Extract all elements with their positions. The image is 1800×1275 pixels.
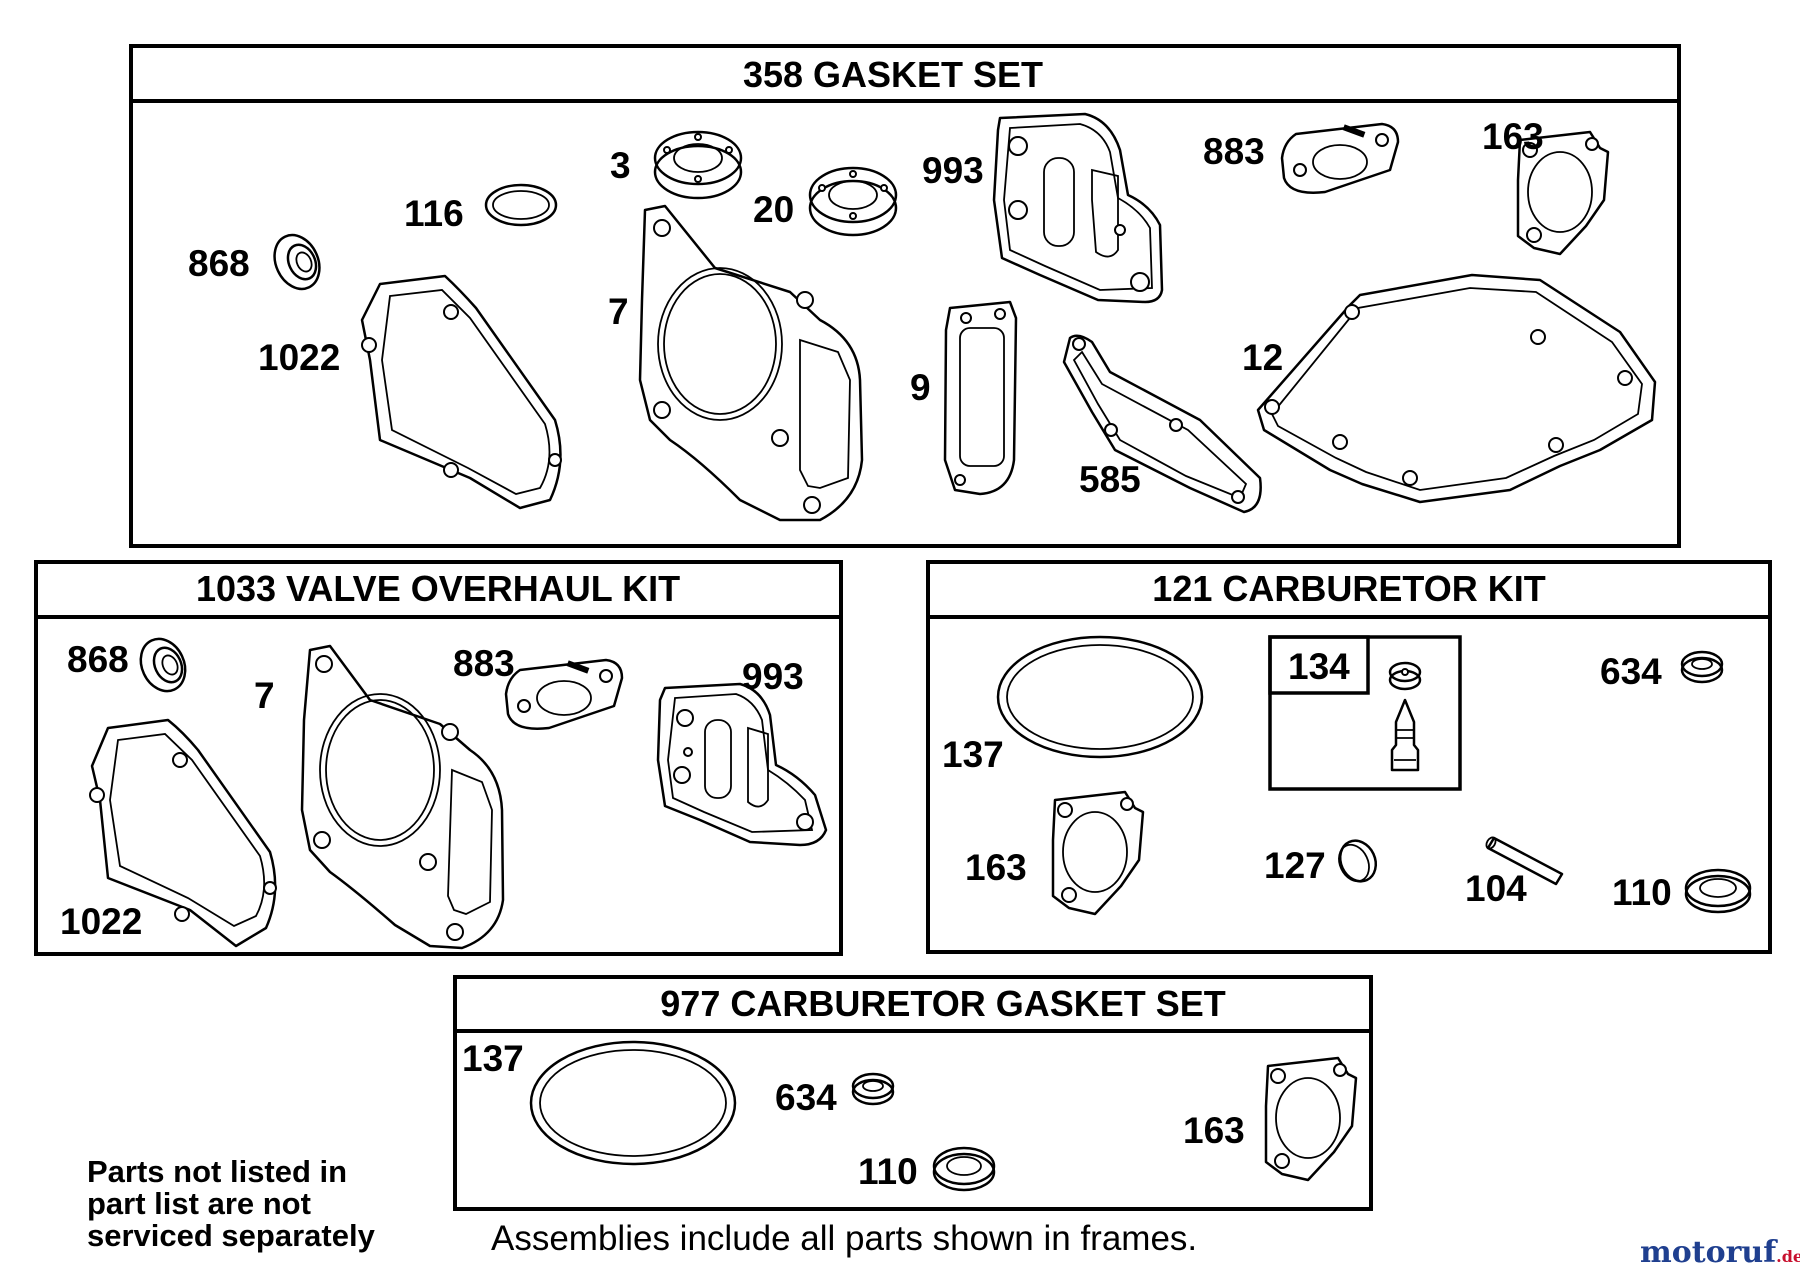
label-9: 9 <box>910 367 931 408</box>
part-110-washer <box>932 1146 996 1192</box>
part-116-ring <box>484 183 558 227</box>
note-line-3: serviced separately <box>87 1218 376 1253</box>
part-104-pin <box>1485 836 1564 886</box>
label-110: 110 <box>1612 872 1672 913</box>
part-634-washer <box>1680 650 1724 684</box>
part-3-seal <box>653 130 743 200</box>
carb-kit-title: 121 CARBURETOR KIT <box>1152 568 1545 609</box>
label-1022: 1022 <box>60 901 142 942</box>
part-883-gasket <box>1280 122 1400 194</box>
label-634: 634 <box>775 1077 837 1118</box>
part-110-washer <box>1684 868 1752 914</box>
label-868: 868 <box>67 639 129 680</box>
label-868: 868 <box>188 243 250 284</box>
part-9-gasket <box>943 300 1018 496</box>
label-7: 7 <box>608 291 629 332</box>
label-7: 7 <box>254 675 275 716</box>
gasket-set-frame: 358 GASKET SET 868 116 3 <box>129 44 1681 548</box>
label-134: 134 <box>1288 646 1350 687</box>
part-883-gasket <box>504 658 624 730</box>
part-137-ring <box>529 1040 737 1166</box>
part-20-seal <box>808 166 898 237</box>
note-line-2: part list are not <box>87 1186 311 1221</box>
part-1022-gasket <box>360 274 562 510</box>
label-883: 883 <box>453 643 515 684</box>
label-585: 585 <box>1079 459 1141 500</box>
label-20: 20 <box>753 189 794 230</box>
part-993-gasket <box>992 112 1164 304</box>
part-127-plug <box>1338 839 1378 883</box>
part-137-ring <box>996 635 1204 759</box>
part-7-head-gasket <box>300 644 505 950</box>
label-110: 110 <box>858 1151 918 1192</box>
valve-kit-frame: 1033 VALVE OVERHAUL KIT 868 7 883 <box>34 560 843 956</box>
part-585-gasket <box>1062 334 1262 514</box>
gasket-set-title: 358 GASKET SET <box>743 54 1043 95</box>
part-163-gasket <box>1264 1056 1358 1182</box>
part-134-needle-set <box>1268 635 1462 791</box>
assemblies-note: Assemblies include all parts shown in fr… <box>491 1219 1197 1258</box>
part-163-gasket <box>1051 790 1145 916</box>
label-634: 634 <box>1600 651 1662 692</box>
label-163: 163 <box>1183 1110 1245 1151</box>
part-12-crankcase-gasket <box>1256 273 1657 504</box>
part-163-gasket <box>1516 130 1610 256</box>
label-137: 137 <box>942 734 1004 775</box>
label-993: 993 <box>922 150 984 191</box>
label-1022: 1022 <box>258 337 340 378</box>
logo-text: motoruf.de <box>1640 1235 1800 1270</box>
label-163: 163 <box>1482 116 1544 157</box>
label-883: 883 <box>1203 131 1265 172</box>
label-104: 104 <box>1465 868 1527 909</box>
part-634-washer <box>851 1072 895 1106</box>
valve-kit-title: 1033 VALVE OVERHAUL KIT <box>196 568 680 609</box>
carb-gasket-set-frame: 977 CARBURETOR GASKET SET 137 634 110 16… <box>453 975 1373 1211</box>
parts-not-listed-note: Parts not listed in part list are not se… <box>87 1154 376 1253</box>
part-7-head-gasket <box>638 204 864 522</box>
label-3: 3 <box>610 145 631 186</box>
part-868-seal <box>139 637 187 693</box>
label-116: 116 <box>404 193 464 234</box>
part-1022-gasket <box>89 718 277 948</box>
label-12: 12 <box>1242 337 1283 378</box>
carb-kit-frame: 121 CARBURETOR KIT 137 134 634 <box>926 560 1772 954</box>
note-line-1: Parts not listed in <box>87 1154 347 1189</box>
part-868-seal <box>273 233 321 291</box>
label-137: 137 <box>462 1038 524 1079</box>
label-163: 163 <box>965 847 1027 888</box>
motoruf-logo: motoruf.de <box>1640 1235 1800 1270</box>
carb-gasket-set-title: 977 CARBURETOR GASKET SET <box>660 983 1225 1024</box>
part-993-gasket <box>656 682 828 847</box>
label-993: 993 <box>742 656 804 697</box>
label-127: 127 <box>1264 845 1326 886</box>
